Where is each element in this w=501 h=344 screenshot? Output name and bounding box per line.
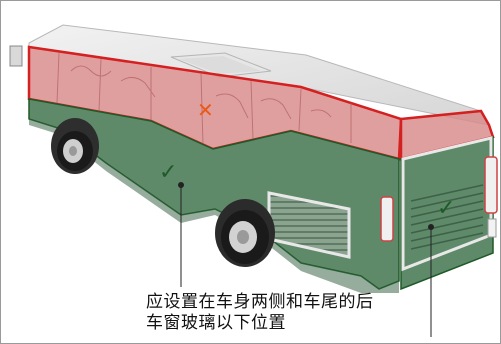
rear-light-right bbox=[484, 156, 498, 214]
side-check-mark: ✓ bbox=[159, 160, 177, 185]
caption-line-2: 车窗玻璃以下位置 bbox=[146, 313, 286, 333]
rear-check-mark: ✓ bbox=[437, 196, 455, 221]
rear-light-left bbox=[380, 196, 394, 242]
rear-window-zone bbox=[399, 109, 495, 161]
side-mirror bbox=[9, 45, 23, 67]
rear-grille-lines bbox=[410, 184, 484, 250]
window-x-mark: ✕ bbox=[197, 98, 214, 122]
caption-line-1: 应设置在车身两侧和车尾的后 bbox=[146, 292, 374, 312]
